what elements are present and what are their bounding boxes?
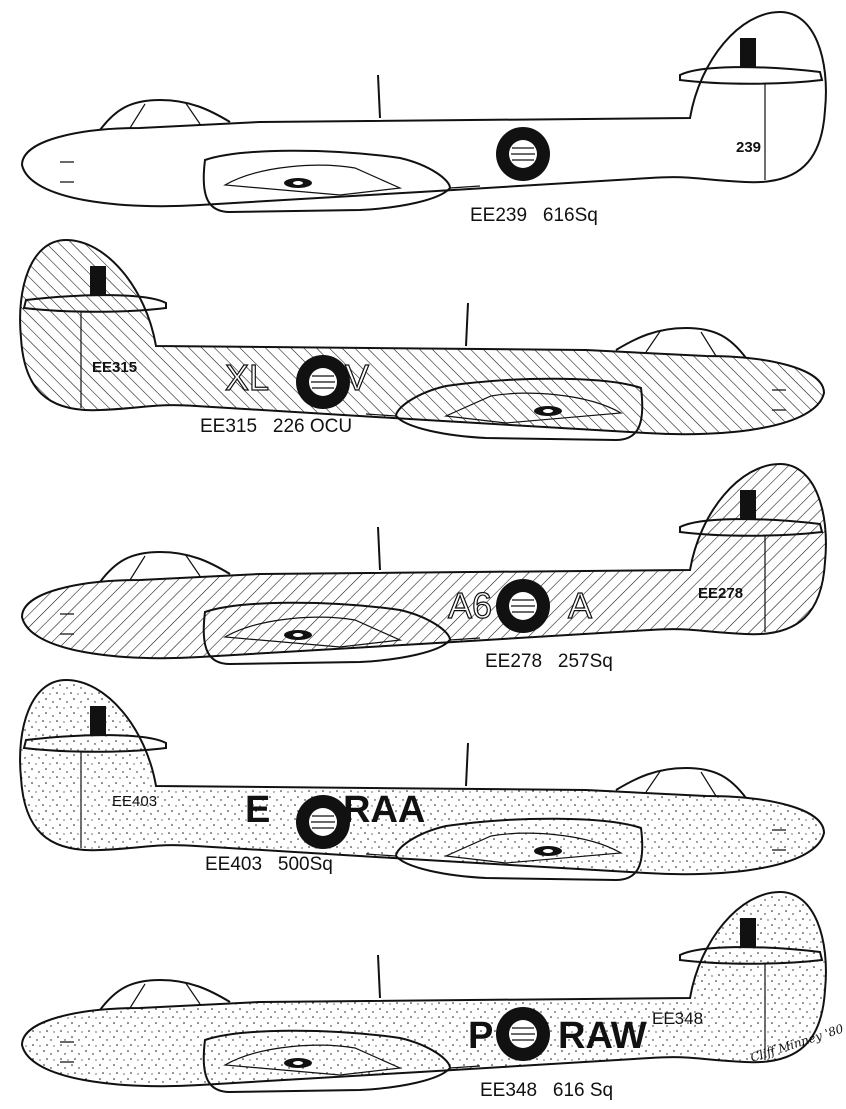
tail-serial: EE348 [652, 1009, 703, 1028]
tail-serial: EE403 [112, 793, 157, 810]
squadron-code-left: XL [225, 357, 269, 398]
aircraft-ee239: 239 EE239 616Sq [21, 11, 827, 226]
aircraft-ee348: EE348 P RAW Cliff Minney '80 EE348 616 S… [21, 891, 846, 1101]
aircraft-ee278: EE278 A6 A EE278 257Sq [21, 463, 827, 672]
aircraft-caption: EE403 500Sq [205, 854, 333, 875]
squadron-code-right: RAW [558, 1015, 647, 1057]
aircraft-caption: EE239 616Sq [470, 205, 598, 226]
squadron-code-right: RAA [343, 789, 425, 831]
aircraft-caption: EE278 257Sq [485, 651, 613, 672]
squadron-code-left: E [245, 789, 270, 831]
aircraft-ee315: EE315 XL V EE315 226 OCU [19, 239, 825, 441]
tail-serial: EE315 [92, 359, 137, 376]
squadron-code-left: A6 [448, 585, 492, 626]
squadron-code-right: A [568, 585, 592, 626]
squadron-code-left: P [468, 1015, 493, 1057]
aircraft-ee403: EE403 E RAA EE403 500Sq [19, 679, 825, 881]
squadron-code-right: V [345, 357, 369, 398]
aircraft-caption: EE348 616 Sq [480, 1080, 613, 1101]
tail-serial: 239 [736, 139, 761, 156]
tail-serial: EE278 [698, 585, 743, 602]
aircraft-caption: EE315 226 OCU [200, 416, 352, 437]
